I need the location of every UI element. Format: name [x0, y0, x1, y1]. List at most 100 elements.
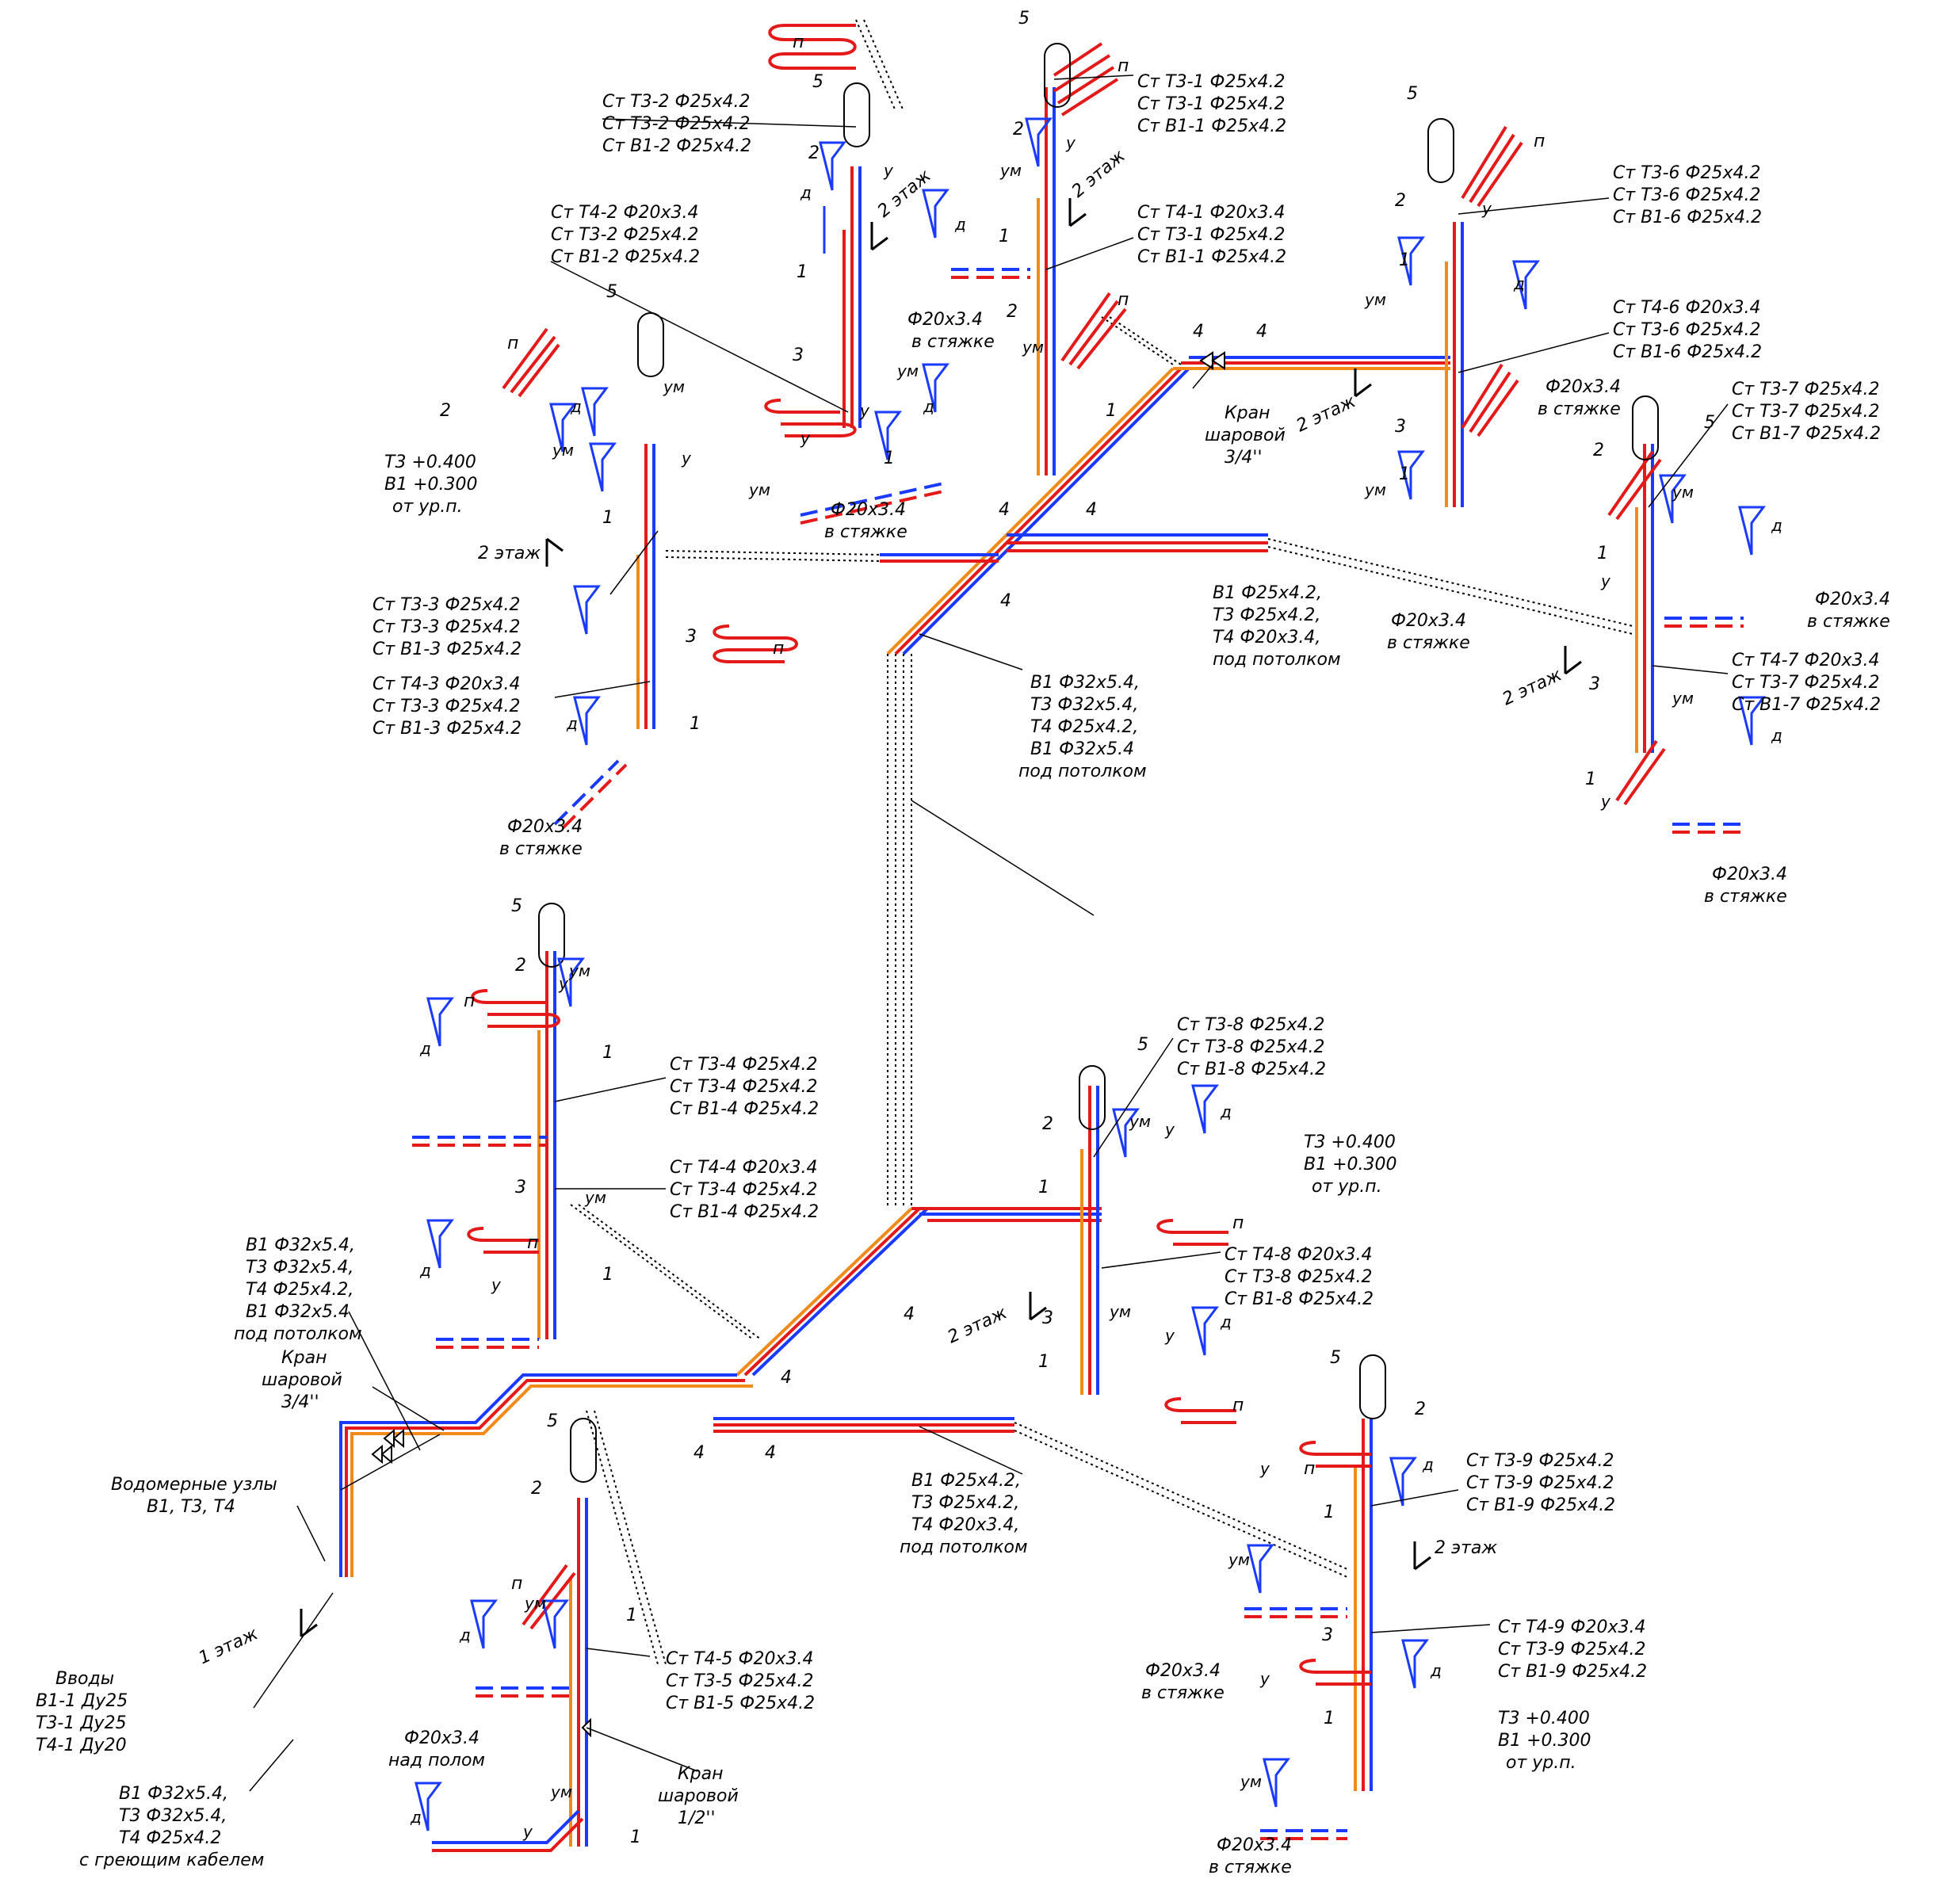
label-st4-line1: Ст Т3-4 Ф25х4.2: [670, 1055, 817, 1075]
mark-1-7: 1: [1399, 250, 1410, 270]
mark-d-13: д: [459, 1625, 471, 1644]
label-inputs-b1: В1-1 Ду25: [36, 1691, 128, 1711]
mark-u-13: у: [522, 1822, 533, 1841]
mark-u-8: у: [1600, 792, 1611, 811]
mark-5-5: 5: [1704, 413, 1715, 433]
label-floor2-f: 2 этаж: [945, 1303, 1010, 1347]
water-heaters: [538, 43, 1659, 1483]
mark-n-12: п: [511, 1574, 522, 1594]
mark-1-1: 1: [797, 262, 808, 282]
mark-4-9: 4: [765, 1443, 776, 1463]
label-main-upper-5: под потолком: [1018, 762, 1147, 781]
mark-u-2: у: [883, 161, 894, 180]
label-main-left-4: В1 Ф32х5.4: [246, 1302, 350, 1322]
label-branch-upper-4: под потолком: [1213, 650, 1341, 670]
water-heater-6: [1427, 118, 1454, 183]
label-valve-top-3: 3/4'': [1225, 448, 1263, 468]
label-meters-2: В1, Т3, Т4: [147, 1497, 235, 1517]
label-st9b-line3: Ст В1-9 Ф25х4.2: [1498, 1662, 1647, 1682]
mark-d-10: д: [419, 1261, 431, 1280]
label-st1-line1: Ст Т3-1 Ф25х4.2: [1137, 72, 1285, 92]
mark-d-4: д: [570, 397, 582, 416]
mark-d-5: д: [1513, 274, 1525, 293]
label-screed-7a: Ф20х3.4: [1712, 865, 1787, 884]
label-st8b-line2: Ст Т3-8 Ф25х4.2: [1225, 1267, 1372, 1287]
label-st7-line3: Ст В1-7 Ф25х4.2: [1732, 424, 1881, 444]
label-over-floor-1: Ф20х3.4: [404, 1728, 479, 1748]
label-valve-half-2: шаровой: [658, 1786, 739, 1806]
mark-n-2: п: [1118, 56, 1129, 76]
mark-n-6: п: [773, 639, 784, 659]
mark-2-5: 2: [1395, 191, 1406, 211]
label-elev-b-2: В1 +0.300: [1304, 1155, 1397, 1174]
mark-1-9: 1: [1597, 544, 1608, 563]
mark-d-8: д: [566, 714, 578, 733]
label-st2-line3: Ст В1-2 Ф25х4.2: [602, 136, 751, 156]
label-elev-c-2: В1 +0.300: [1498, 1731, 1591, 1751]
towel-rails: [467, 24, 1666, 1686]
label-elev-c-1: Т3 +0.400: [1498, 1709, 1590, 1728]
label-screed-1b: в стяжке: [911, 332, 995, 352]
label-st2-line2: Ст Т3-2 Ф25х4.2: [602, 114, 750, 134]
mark-4-3: 4: [999, 500, 1010, 520]
water-heater-8: [1079, 1065, 1106, 1130]
label-over-floor-2: над полом: [388, 1751, 485, 1770]
label-st3-line3: Ст В1-3 Ф25х4.2: [373, 640, 522, 659]
mark-u-3: у: [859, 401, 870, 420]
label-st2-line1: Ст Т3-2 Ф25х4.2: [602, 92, 750, 112]
mark-1-18: 1: [630, 1828, 641, 1847]
mark-um-3: ум: [896, 361, 919, 380]
label-st6-line3: Ст В1-6 Ф25х4.2: [1613, 208, 1762, 227]
label-main-upper-3: Т4 Ф25х4.2,: [1030, 717, 1138, 737]
mark-2-6: 2: [1593, 441, 1604, 460]
label-branch-upper-2: Т3 Ф25х4.2,: [1213, 605, 1320, 625]
mark-d-3: д: [923, 397, 934, 416]
mark-5-3: 5: [606, 282, 617, 302]
mark-d-14: д: [410, 1808, 422, 1827]
mark-u-7: у: [1600, 571, 1611, 590]
mark-2-8: 2: [1042, 1114, 1053, 1134]
mark-4-5: 4: [1000, 591, 1011, 611]
water-heater-9: [1359, 1354, 1386, 1419]
label-st8-line3: Ст В1-8 Ф25х4.2: [1177, 1060, 1326, 1079]
label-st3b-line3: Ст В1-3 Ф25х4.2: [373, 719, 522, 739]
water-heater-3: [637, 312, 664, 377]
mark-3-3: 3: [1395, 417, 1406, 437]
mark-2-10: 2: [1415, 1400, 1426, 1419]
label-st8-line1: Ст Т3-8 Ф25х4.2: [1177, 1015, 1324, 1035]
label-floor2-c: 2 этаж: [1068, 146, 1129, 201]
mark-um-6: ум: [552, 441, 574, 460]
mark-um-11: ум: [568, 961, 590, 980]
ball-valve-top: [1199, 351, 1225, 370]
label-elev-a-3: от ур.п.: [392, 497, 463, 517]
mark-2-2: 2: [808, 143, 820, 163]
water-heater-5: [570, 1418, 597, 1483]
mark-1-6: 1: [690, 714, 701, 734]
label-st7b-line1: Ст Т4-7 Ф20х3.4: [1732, 651, 1879, 670]
label-valve-left-1: Кран: [281, 1348, 327, 1368]
mark-1-11: 1: [602, 1043, 613, 1063]
label-st5b-line3: Ст В1-5 Ф25х4.2: [666, 1694, 815, 1713]
label-screed-7b: в стяжке: [1704, 887, 1787, 907]
label-screed-8a: Ф20х3.4: [1145, 1661, 1221, 1681]
label-elev-c-3: от ур.п.: [1506, 1753, 1576, 1773]
label-floor2-e: 2 этаж: [1500, 665, 1565, 709]
mark-um-5: ум: [663, 377, 685, 396]
main-pipes: [339, 356, 1450, 1577]
label-entry-2: Т3 Ф32х5.4,: [119, 1806, 227, 1826]
mark-um-17: ум: [1228, 1550, 1250, 1569]
mark-um-15: ум: [524, 1594, 546, 1613]
mark-d-11: д: [1220, 1102, 1232, 1121]
mark-5-6: 5: [511, 896, 522, 916]
mark-5-2: 5: [812, 72, 823, 92]
mark-um-14: ум: [1109, 1302, 1131, 1321]
label-st6b-line3: Ст В1-6 Ф25х4.2: [1613, 342, 1762, 362]
mark-1-12: 1: [602, 1265, 613, 1285]
label-branch-upper-3: Т4 Ф20х3.4,: [1213, 628, 1320, 647]
label-entry-4: с греющим кабелем: [79, 1850, 264, 1870]
mark-2-1: 2: [1013, 120, 1024, 139]
label-inputs-t3: Т3-1 Ду25: [36, 1713, 127, 1733]
mark-um-13: ум: [1129, 1112, 1151, 1131]
label-st1-line3: Ст В1-1 Ф25х4.2: [1137, 116, 1286, 136]
label-valve-top-2: шаровой: [1205, 426, 1286, 445]
